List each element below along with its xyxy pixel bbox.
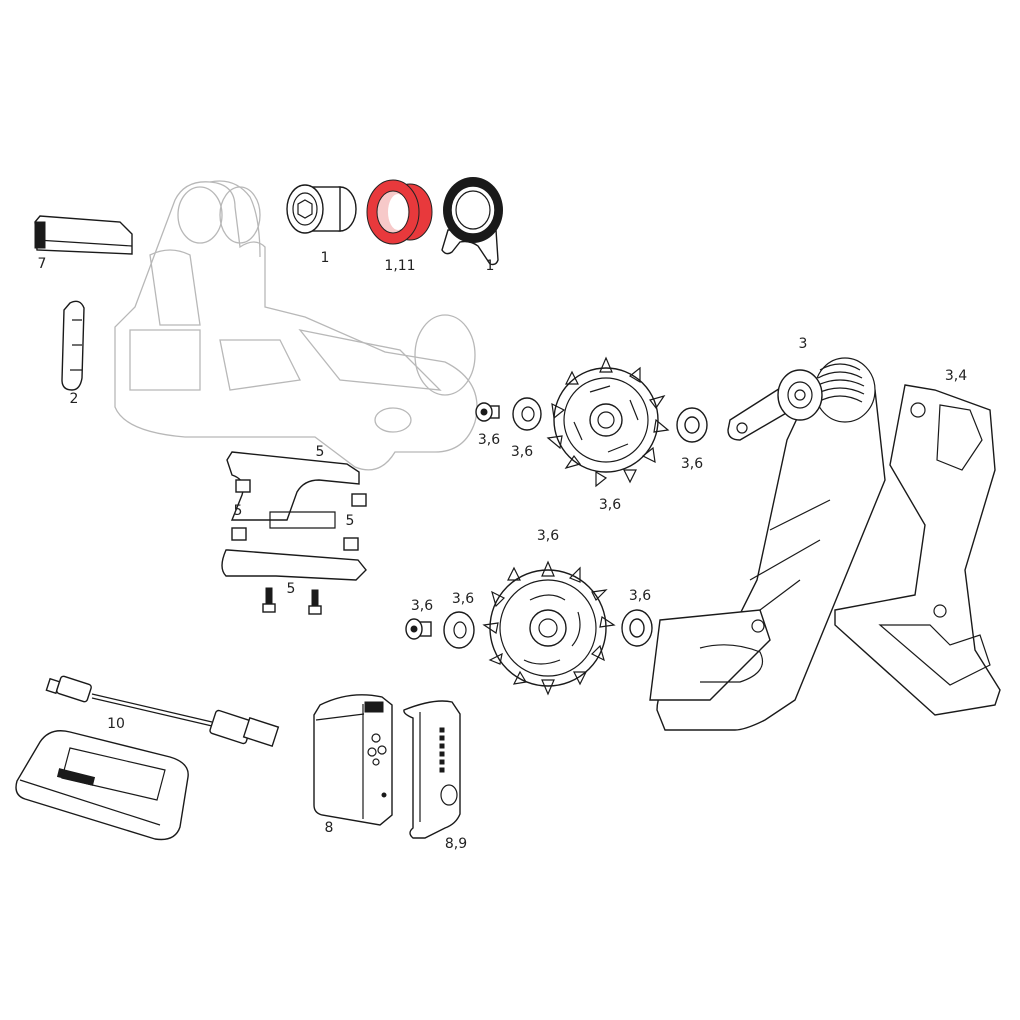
chainguard-bottom-icon (221, 549, 367, 581)
label-lower-pulley-bolt: 3,6 (410, 598, 434, 614)
upper-pulley-washer-in-icon (512, 397, 542, 431)
label-cage-spring-assembly: 3 (798, 336, 808, 352)
outer-cage-plate-icon (834, 384, 1001, 716)
battery-cover-icon (34, 215, 133, 255)
charger-cable-icon (45, 675, 280, 748)
battery-icon (313, 694, 393, 826)
label-b-knuckle-washer: 1 (485, 258, 495, 274)
label-limit-screw-cover: 2 (69, 391, 79, 407)
label-battery-clip: 8,9 (444, 836, 468, 852)
lower-pulley-bolt-icon (405, 618, 432, 640)
derailleur-body-ghost (114, 180, 478, 471)
upper-pulley-washer-out-icon (676, 407, 708, 443)
charger-cradle-icon (15, 730, 189, 841)
chainguard-bushing-icons (231, 479, 367, 551)
label-guard-bushing-right: 5 (345, 513, 355, 529)
label-b-bolt-bushing: 1,11 (384, 258, 416, 274)
label-upper-pulley-bolt: 3,6 (477, 432, 501, 448)
b-knuckle-washer-icon (441, 177, 503, 266)
battery-clip-icon (403, 700, 461, 839)
b-bolt-icon (286, 184, 357, 234)
label-upper-pulley-washer-in: 3,6 (510, 444, 534, 460)
label-outer-cage-plate: 3,4 (944, 368, 968, 384)
label-b-bolt: 1 (320, 250, 330, 266)
lower-pulley-washer-in-icon (443, 611, 475, 649)
label-guard-top: 5 (315, 444, 325, 460)
limit-screw-cover-icon (61, 300, 85, 391)
lower-pulley-washer-out-icon (621, 609, 653, 647)
upper-pulley-bolt-icon (475, 402, 500, 422)
upper-pulley-icon (546, 356, 670, 488)
chainguard-top-icon (226, 451, 360, 529)
chainguard-bolts-icon (262, 587, 322, 615)
label-guard-bottom-bolts: 5 (286, 581, 296, 597)
label-upper-pulley-washer-out: 3,6 (680, 456, 704, 472)
lower-pulley-icon (482, 560, 616, 696)
label-upper-pulley: 3,6 (598, 497, 622, 513)
label-lower-pulley-washer-in: 3,6 (451, 591, 475, 607)
label-lower-pulley: 3,6 (536, 528, 560, 544)
label-lower-pulley-washer-out: 3,6 (628, 588, 652, 604)
inner-cage-spring-icon (649, 357, 886, 731)
b-bolt-bushing-highlighted-icon (366, 179, 433, 245)
label-charger-and-cable: 10 (107, 716, 125, 732)
label-guard-bushing-left: 5 (233, 503, 243, 519)
label-battery-cover: 7 (37, 256, 47, 272)
label-battery: 8 (324, 820, 334, 836)
